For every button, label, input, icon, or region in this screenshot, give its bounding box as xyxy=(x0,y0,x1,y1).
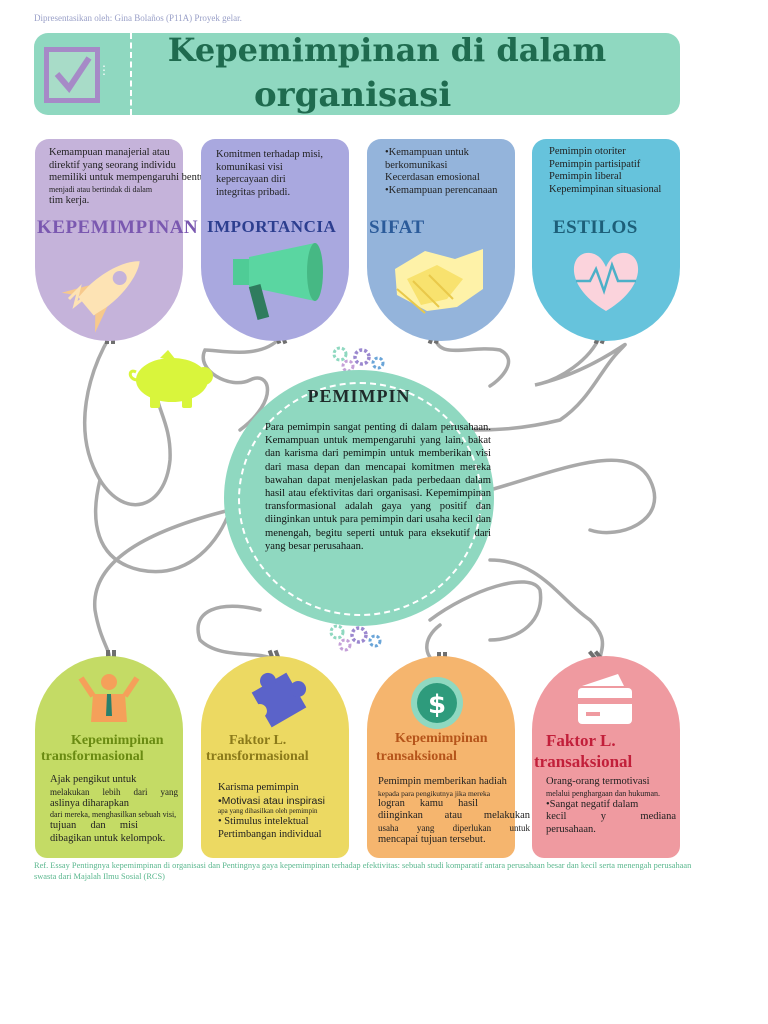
center-text: Para pemimpin sangat penting di dalam pe… xyxy=(265,422,491,552)
card-text: Pemimpin otoriter Pemimpin partisipatif … xyxy=(549,146,662,195)
card-kepemimpinan-transaksional: $ Kepemimpinan transaksional Pemimpin me… xyxy=(367,656,530,858)
card-heading: KEPEMIMPINAN xyxy=(37,217,199,238)
gears-icon-top xyxy=(332,346,385,373)
puzzle-icon xyxy=(251,672,307,728)
credit-text: Dipresentasikan oleh: Gina Bolaños (P11A… xyxy=(34,13,242,23)
person-icon xyxy=(78,674,140,722)
card-kepemimpinan-transformasional: Kepemimpinan transformasional Ajak pengi… xyxy=(35,656,183,858)
card-faktor-transaksional: Faktor L. transaksional Orang-orang term… xyxy=(532,656,680,858)
megaphone-icon xyxy=(233,243,323,320)
card-heading: Kepemimpinan xyxy=(395,731,488,746)
piggy-bank-icon xyxy=(128,350,213,408)
page-title-line1: Kepemimpinan di dalam xyxy=(167,31,607,69)
checkbox-icon xyxy=(44,47,100,103)
card-text: Pemimpin memberikan hadiah kepada para p… xyxy=(378,776,530,845)
dollar-icon: $ xyxy=(411,677,463,729)
card-heading-2: transformasional xyxy=(41,749,144,764)
card-sifat: •Kemampuan untuk berkomunikasi Kecerdasa… xyxy=(367,139,515,341)
title-banner: ⋮ Kepemimpinan di dalam organisasi xyxy=(34,31,680,115)
card-heading: ESTILOS xyxy=(553,217,638,238)
reference-note: Ref. Essay Pentingnya kepemimpinan di or… xyxy=(34,861,692,881)
card-text: Komitmen terhadap misi, komunikasi visi … xyxy=(216,149,324,198)
page-title-line2: organisasi xyxy=(254,75,452,115)
card-heading: IMPORTANCIA xyxy=(207,217,337,236)
card-text: Kemampuan manajerial atau direktif yang … xyxy=(49,147,211,206)
card-heading-2: transaksional xyxy=(534,752,633,771)
card-heading-2: transformasional xyxy=(206,749,309,764)
card-estilos: Pemimpin otoriter Pemimpin partisipatif … xyxy=(532,139,680,341)
card-heading: Faktor L. xyxy=(229,733,287,748)
card-text: Orang-orang termotivasi melalui pengharg… xyxy=(546,776,676,835)
card-heading: Faktor L. xyxy=(546,731,616,750)
handshake-icon xyxy=(395,249,483,314)
card-importancia: Komitmen terhadap misi, komunikasi visi … xyxy=(201,139,349,341)
card-heading: Kepemimpinan xyxy=(71,733,164,748)
gears-icon-bottom xyxy=(329,624,382,652)
svg-text:$: $ xyxy=(428,690,446,720)
card-heading-2: transaksional xyxy=(376,749,457,764)
card-text: Ajak pengikut untuk melakukan lebih dari… xyxy=(50,774,178,844)
center-dashed-ring xyxy=(238,382,482,616)
heart-pulse-icon xyxy=(573,252,639,311)
card-kepemimpinan: Kemampuan manajerial atau direktif yang … xyxy=(35,139,211,341)
card-text: Karisma pemimpin •Motivasi atau inspiras… xyxy=(218,782,325,840)
card-heading: SIFAT xyxy=(369,217,425,238)
center-title: PEMIMPIN xyxy=(307,386,411,406)
rocket-icon xyxy=(61,261,140,333)
banner-divider xyxy=(130,33,132,115)
card-faktor-transformasional: Faktor L. transformasional Karisma pemim… xyxy=(201,656,349,858)
card-text: •Kemampuan untuk berkomunikasi Kecerdasa… xyxy=(385,147,498,196)
card-icon xyxy=(578,674,632,724)
